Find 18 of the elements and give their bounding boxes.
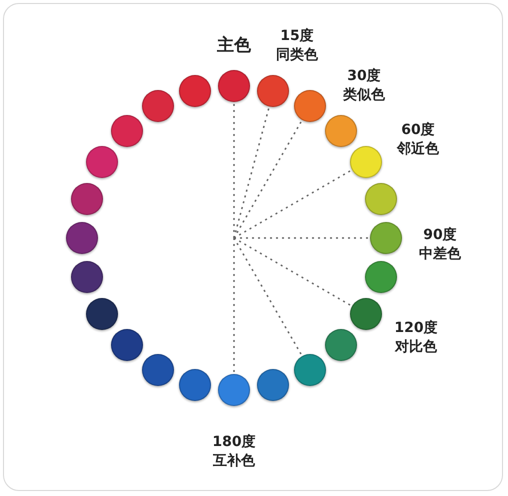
dashed-line (233, 120, 303, 238)
dashed-line (233, 238, 235, 374)
angle-label: 类似色 (343, 86, 385, 105)
dashed-line (234, 237, 370, 239)
dashed-line (233, 106, 270, 238)
angle-label: 30度 (347, 67, 381, 86)
angle-label: 60度 (401, 121, 435, 140)
angle-label: 互补色 (213, 452, 255, 471)
dashed-line (233, 238, 303, 356)
angle-label: 90度 (423, 226, 457, 245)
angle-label: 对比色 (395, 338, 437, 357)
angle-label: 同类色 (276, 46, 318, 65)
angle-label: 120度 (394, 319, 438, 338)
angle-label: 邻近色 (397, 140, 439, 159)
angle-label: 中差色 (419, 245, 461, 264)
angle-label: 主色 (217, 36, 251, 56)
angle-label: 15度 (280, 27, 314, 46)
angle-label: 180度 (212, 433, 256, 452)
